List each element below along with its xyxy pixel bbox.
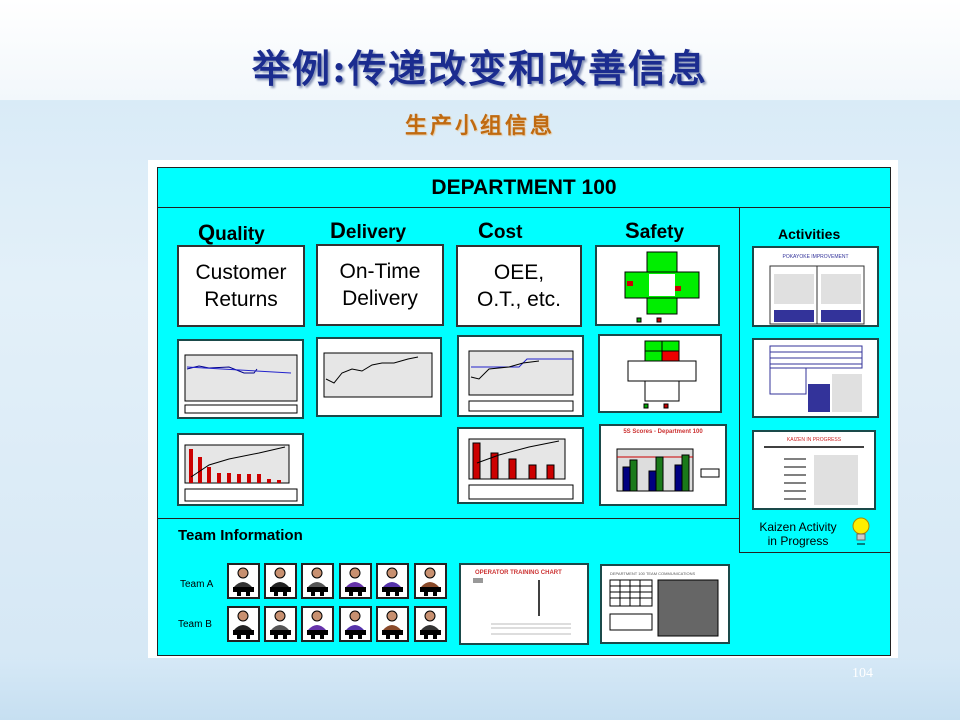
five-s-scores-chart: 5S Scores - Department 100 (599, 424, 727, 506)
team-communications-board: DEPARTMENT 100 TEAM COMMUNICATIONS (600, 564, 730, 644)
person-icon (307, 610, 328, 639)
slide-top-band (0, 0, 960, 100)
category-cost: Cost (478, 218, 523, 243)
team-b-label: Team B (178, 619, 212, 630)
communications-graphic (609, 579, 719, 637)
slide-title: 举例:传递改变和改善信息 (251, 46, 709, 91)
operator-training-chart: OPERATOR TRAINING CHART (459, 563, 589, 645)
slide-bottom-band (0, 660, 960, 720)
five-s-bar-graphic (616, 448, 720, 492)
quality-pareto-chart (177, 433, 304, 506)
team-member-avatar (301, 563, 334, 599)
team-member-avatar (264, 606, 297, 642)
kaizen-progress-graphic (764, 446, 864, 505)
team-a-label: Team A (180, 579, 214, 590)
person-icon (420, 610, 441, 639)
team-member-avatar (414, 563, 447, 599)
safety-cross-graphic (624, 251, 700, 323)
person-icon (345, 567, 366, 596)
pareto-graphic (184, 444, 298, 502)
training-chart-title: OPERATOR TRAINING CHART (475, 570, 562, 576)
slide-subtitle: 生产小组信息 (404, 113, 555, 139)
customer-returns-trend-chart (177, 339, 304, 419)
activities-title: Activities (778, 226, 841, 242)
pokayoke-title: POKAYOKE IMPROVEMENT (782, 254, 849, 260)
cost-metric-box: OEE,O.T., etc. (456, 245, 582, 327)
team-member-avatar (339, 606, 372, 642)
page-number: 104 (852, 666, 873, 681)
category-safety: Safety (625, 218, 685, 243)
team-member-avatar (376, 606, 409, 642)
safety-calendar-graphic (627, 340, 697, 409)
person-icon (270, 610, 291, 639)
pokayoke-improvement-sheet: POKAYOKE IMPROVEMENT (752, 246, 879, 327)
team-information-title: Team Information (178, 527, 303, 544)
kaizen-in-progress-sheet: KAIZEN IN PROGRESS (752, 430, 876, 510)
cost-pareto-chart (457, 427, 584, 504)
pareto-graphic (468, 438, 574, 500)
category-delivery: Delivery (330, 218, 407, 243)
five-s-title: 5S Scores - Department 100 (623, 429, 703, 435)
communications-title: DEPARTMENT 100 TEAM COMMUNICATIONS (610, 571, 696, 576)
person-icon (382, 567, 403, 596)
person-icon (233, 567, 254, 596)
team-member-avatar (414, 606, 447, 642)
kaizen-sheet (752, 338, 879, 418)
person-icon (307, 567, 328, 596)
team-member-avatar (264, 563, 297, 599)
person-icon (345, 610, 366, 639)
lightbulb-icon (852, 517, 870, 545)
training-grid-graphic (473, 578, 571, 635)
person-icon (382, 610, 403, 639)
person-icon (233, 610, 254, 639)
board-header: DEPARTMENT 100 (158, 168, 890, 208)
pokayoke-graphic (769, 265, 865, 325)
team-member-avatar (339, 563, 372, 599)
trend-graphic (323, 352, 433, 398)
department-board: DEPARTMENT 100 Quality Delivery Cost Saf… (157, 167, 891, 656)
divider (739, 552, 891, 553)
safety-cross-chart (595, 245, 720, 326)
on-time-delivery-trend-chart (316, 337, 442, 417)
person-icon (270, 567, 291, 596)
trend-graphic (468, 350, 574, 412)
kaizen-sheet-graphic (769, 345, 863, 412)
person-icon (420, 567, 441, 596)
team-member-avatar (376, 563, 409, 599)
trend-graphic (184, 354, 298, 414)
team-member-avatar (227, 606, 260, 642)
category-quality: Quality (198, 220, 265, 245)
oee-trend-chart (457, 335, 584, 417)
kaizen-in-progress-title: KAIZEN IN PROGRESS (786, 437, 842, 443)
team-member-avatar (301, 606, 334, 642)
team-member-avatar (227, 563, 260, 599)
divider (739, 208, 740, 552)
divider (158, 518, 739, 519)
safety-calendar-chart (598, 334, 722, 413)
